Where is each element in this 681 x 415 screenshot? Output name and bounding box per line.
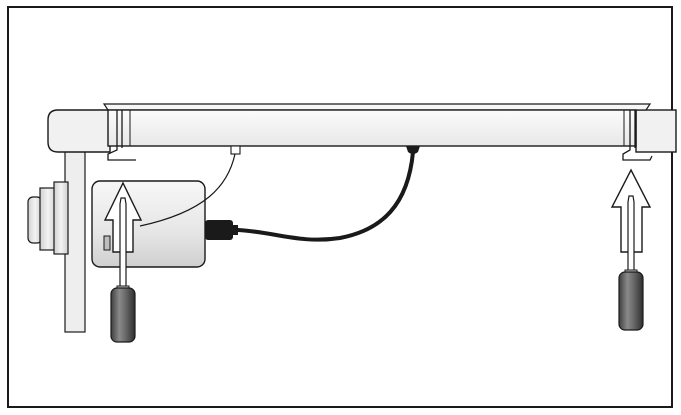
light-bar (102, 103, 652, 147)
power-supply-barrel (27, 181, 69, 255)
screwdriver-right (618, 195, 644, 331)
power-supply-notch (103, 235, 111, 251)
cable-junction (406, 146, 420, 154)
mounting-clip-left (107, 110, 136, 161)
connector-plug (205, 220, 238, 240)
mounting-clip-right (622, 110, 653, 161)
power-cord (236, 150, 415, 242)
thin-wire (139, 145, 241, 227)
screwdriver-left (110, 197, 136, 343)
countertop-edge-left (47, 109, 111, 153)
countertop-edge-right (635, 109, 677, 153)
